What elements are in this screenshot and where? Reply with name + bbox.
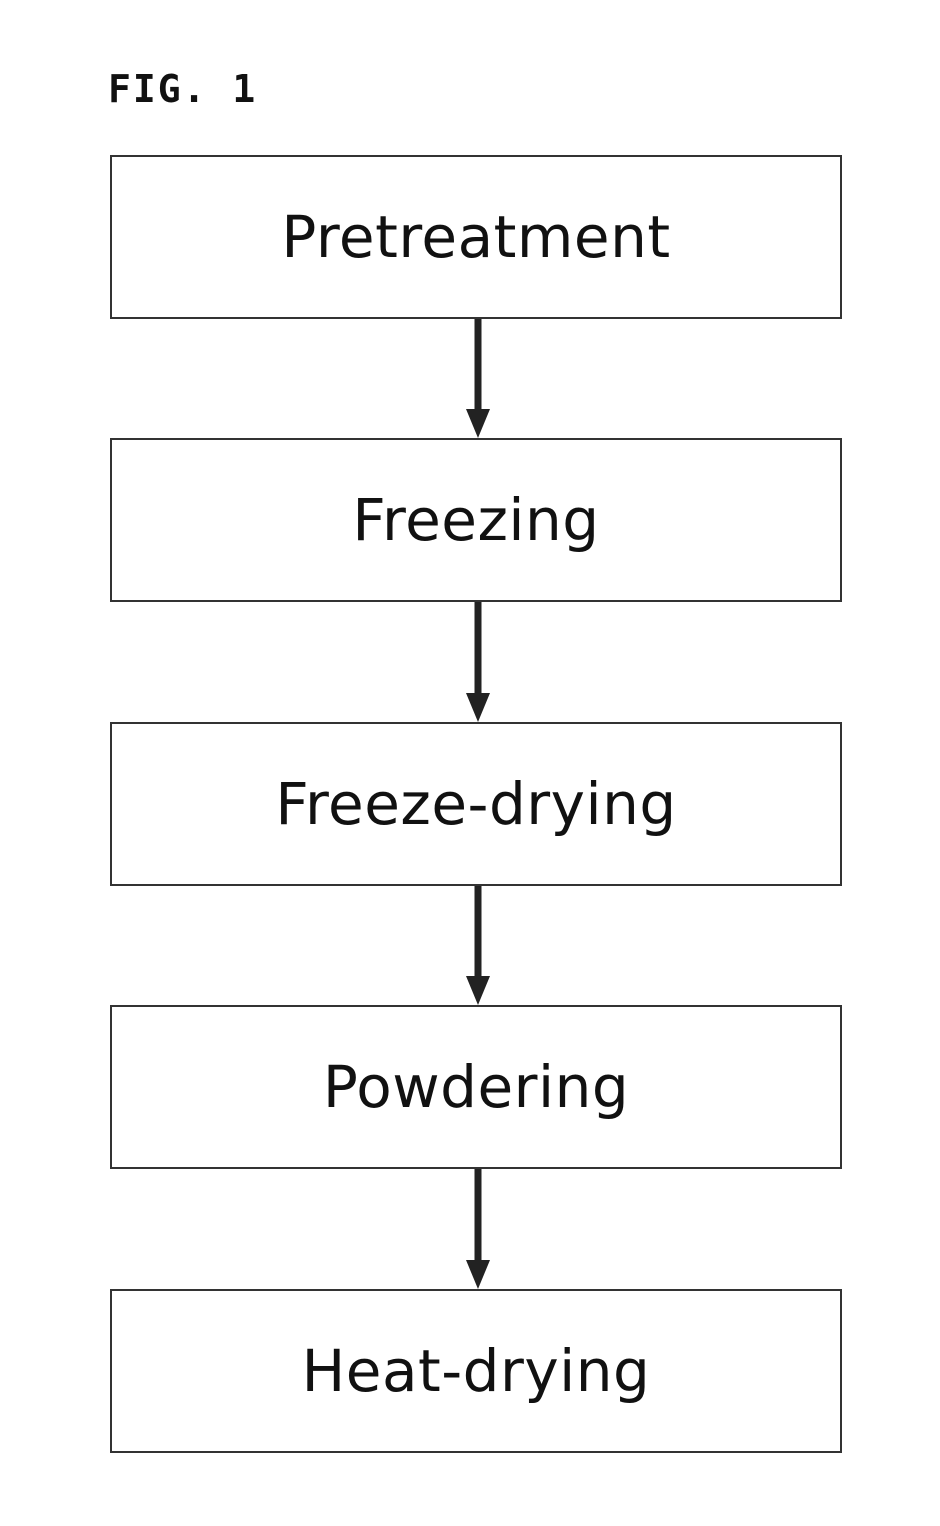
arrow-down-icon <box>462 319 494 438</box>
step-label-freezing: Freezing <box>352 491 599 549</box>
step-box-freeze-drying: Freeze-drying <box>110 722 842 886</box>
arrow-down-icon <box>462 886 494 1005</box>
step-label-powdering: Powdering <box>323 1058 629 1116</box>
step-box-powdering: Powdering <box>110 1005 842 1169</box>
arrow-down-icon <box>462 602 494 722</box>
step-label-freeze-drying: Freeze-drying <box>275 775 676 833</box>
figure-label: FIG. 1 <box>108 70 257 108</box>
step-box-heat-drying: Heat-drying <box>110 1289 842 1453</box>
arrow-down-icon <box>462 1169 494 1289</box>
step-box-pretreatment: Pretreatment <box>110 155 842 319</box>
step-label-heat-drying: Heat-drying <box>302 1342 651 1400</box>
step-box-freezing: Freezing <box>110 438 842 602</box>
step-label-pretreatment: Pretreatment <box>281 208 670 266</box>
